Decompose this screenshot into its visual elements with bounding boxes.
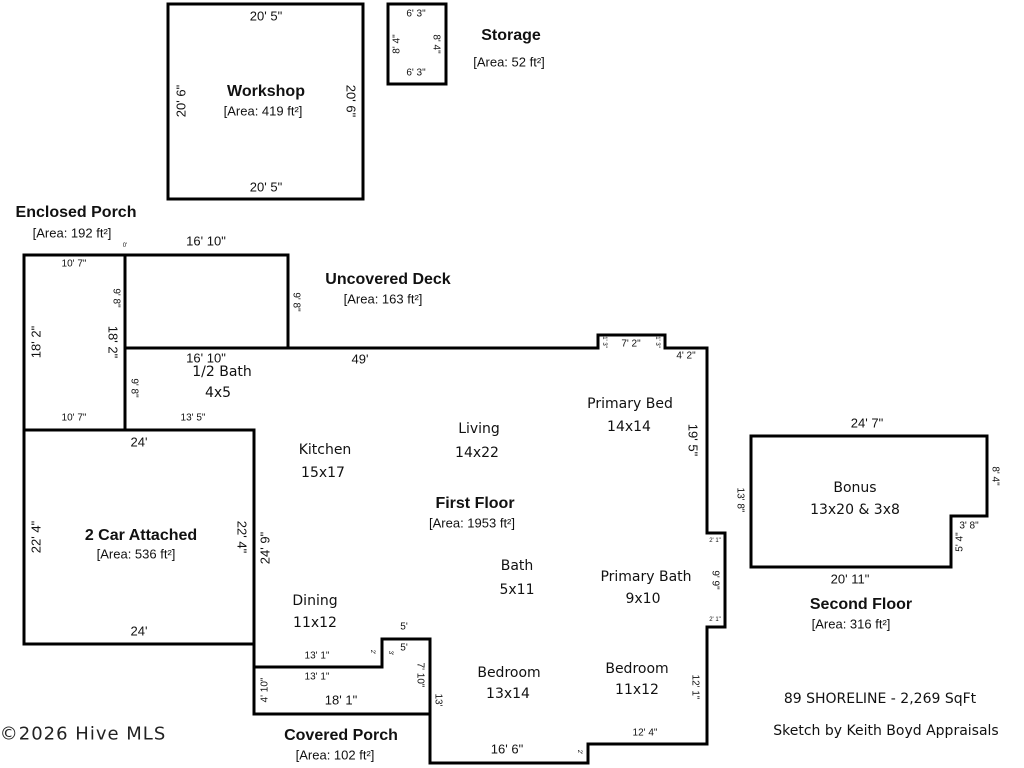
workshop-outline: [166, 2, 365, 201]
second-floor-outline: [749, 434, 989, 569]
ff-dim-right-upper: 19' 5": [685, 423, 701, 457]
room-bath-size: 5x11: [499, 582, 535, 598]
room-primary-bed-size: 14x14: [607, 419, 651, 435]
ff-dim-bump-left: 1' 3": [601, 336, 607, 348]
watermark: ©2026 Hive MLS: [0, 723, 167, 745]
room-primary-bed-name: Primary Bed: [587, 396, 673, 412]
room-half-bath-size: 4x5: [204, 385, 232, 401]
workshop-area: [Area: 419 ft²]: [223, 103, 303, 119]
sketch-credit: Sketch by Keith Boyd Appraisals: [773, 723, 999, 739]
covered-porch-dim-top: 13' 1": [304, 671, 330, 683]
enclosed-porch-corner: 0': [122, 243, 128, 249]
deck-dim-top: 16' 10": [186, 233, 226, 249]
second-floor-dim-notch-v: 5' 4": [954, 532, 966, 552]
garage-title: 2 Car Attached: [84, 527, 198, 544]
workshop-title: Workshop: [227, 83, 305, 100]
ff-dim-step: 2': [576, 749, 582, 755]
second-floor-dim-notch-h: 3' 8": [959, 520, 979, 532]
room-primary-bath-size: 9x10: [625, 591, 661, 607]
deck-area: [Area: 163 ft²]: [343, 291, 423, 307]
room-dining-name: Dining: [292, 593, 338, 609]
ff-dim-notch-small-b: 3': [387, 650, 393, 656]
deck-dim-left: 9' 8": [110, 288, 122, 308]
enclosed-porch-area: [Area: 192 ft²]: [32, 225, 112, 241]
ff-dim-kitchen-left: 24' 9": [257, 531, 273, 565]
room-living-size: 14x22: [455, 445, 499, 461]
garage-dim-top: 24': [130, 434, 148, 450]
enclosed-porch-dim-bottom: 10' 7": [61, 412, 87, 424]
ff-dim-bath-jog-bottom: 2' 1": [709, 617, 721, 623]
second-floor-dim-left: 13' 8": [734, 487, 746, 513]
storage-dim-top: 6' 3": [406, 8, 426, 20]
room-bedroom-2-name: Bedroom: [605, 661, 669, 677]
ff-dim-right-lower: 12' 1": [689, 674, 701, 700]
ff-dim-top: 49': [351, 351, 369, 367]
second-floor-dim-bottom: 20' 11": [830, 571, 870, 587]
deck-title: Uncovered Deck: [325, 271, 451, 288]
storage-outline: [386, 2, 448, 86]
storage-dim-bottom: 6' 3": [406, 67, 426, 79]
ff-dim-bottom-right: 12' 4": [632, 727, 658, 739]
first-floor-outline: [123, 333, 727, 765]
ff-dim-bath-jog-top: 2' 1": [709, 538, 721, 544]
uncovered-deck-outline: [123, 253, 290, 350]
second-floor-area: [Area: 316 ft²]: [811, 616, 891, 632]
storage-dim-left: 8' 4": [391, 34, 403, 54]
room-bonus-name: Bonus: [833, 480, 877, 496]
ff-dim-bump-right: 1' 3": [654, 336, 660, 348]
room-living-name: Living: [458, 421, 500, 437]
ff-dim-dining-bottom: 13' 1": [304, 650, 330, 662]
covered-porch-dim-left: 4' 10": [259, 677, 271, 703]
covered-porch-outline: [252, 667, 430, 716]
room-bath-name: Bath: [500, 558, 534, 574]
covered-porch-title: Covered Porch: [284, 727, 398, 744]
storage-title: Storage: [481, 27, 541, 44]
ff-dim-bump-top: 7' 2": [621, 338, 641, 350]
room-bedroom-2-size: 11x12: [615, 682, 659, 698]
second-floor-dim-right: 8' 4": [989, 466, 1001, 486]
room-bedroom-1-name: Bedroom: [477, 665, 541, 681]
first-floor-area: [Area: 1953 ft²]: [429, 515, 515, 531]
ff-dim-half-bath-bottom: 13' 5": [180, 412, 206, 424]
enclosed-porch-title: Enclosed Porch: [15, 204, 137, 221]
workshop-dim-bottom: 20' 5": [249, 179, 283, 195]
workshop-dim-top: 20' 5": [249, 8, 283, 24]
enclosed-porch-dim-top: 10' 7": [61, 258, 87, 270]
first-floor-title: First Floor: [435, 495, 515, 512]
ff-dim-half-bath-left: 9' 8": [128, 378, 140, 398]
storage-dim-right: 8' 4": [430, 34, 442, 54]
room-dining-size: 11x12: [293, 615, 337, 631]
covered-porch-area: [Area: 102 ft²]: [295, 747, 375, 763]
room-bonus-size: 13x20 & 3x8: [810, 502, 900, 518]
ff-dim-notch-side: 7' 10": [414, 662, 426, 688]
enclosed-porch-dim-right: 18' 2": [105, 325, 121, 359]
ff-dim-notch-top: 5': [400, 621, 408, 633]
ff-dim-bottom: 16' 6": [490, 741, 524, 757]
ff-dim-top-right: 4' 2": [676, 350, 696, 362]
second-floor-title: Second Floor: [809, 596, 913, 613]
workshop-dim-left: 20' 6": [173, 84, 189, 118]
ff-dim-left-lower: 13': [432, 693, 444, 707]
covered-porch-dim-bottom: 18' 1": [324, 692, 358, 708]
storage-area: [Area: 52 ft²]: [473, 54, 545, 70]
ff-dim-notch-inner: 5': [400, 642, 408, 654]
room-half-bath-name: 1/2 Bath: [192, 364, 252, 380]
garage-area: [Area: 536 ft²]: [96, 546, 176, 562]
address-sqft: 89 SHORELINE - 2,269 SqFt: [783, 691, 977, 707]
second-floor-dim-top: 24' 7": [850, 415, 884, 431]
enclosed-porch-dim-left: 18' 2": [28, 325, 44, 359]
garage-dim-bottom: 24': [130, 623, 148, 639]
workshop-dim-right: 20' 6": [343, 84, 359, 118]
garage-dim-left: 22' 4": [28, 520, 44, 554]
deck-dim-right: 9' 8": [290, 292, 302, 312]
garage-dim-right: 22' 4": [234, 520, 250, 554]
room-primary-bath-name: Primary Bath: [600, 569, 692, 585]
room-kitchen-size: 15x17: [301, 465, 345, 481]
room-kitchen-name: Kitchen: [298, 442, 352, 458]
room-bedroom-1-size: 13x14: [486, 686, 530, 702]
ff-dim-notch-small-a: 2': [369, 649, 375, 655]
ff-dim-bath-right: 9' 9": [709, 570, 721, 590]
deck-dim-bottom: 16' 10": [186, 350, 226, 366]
